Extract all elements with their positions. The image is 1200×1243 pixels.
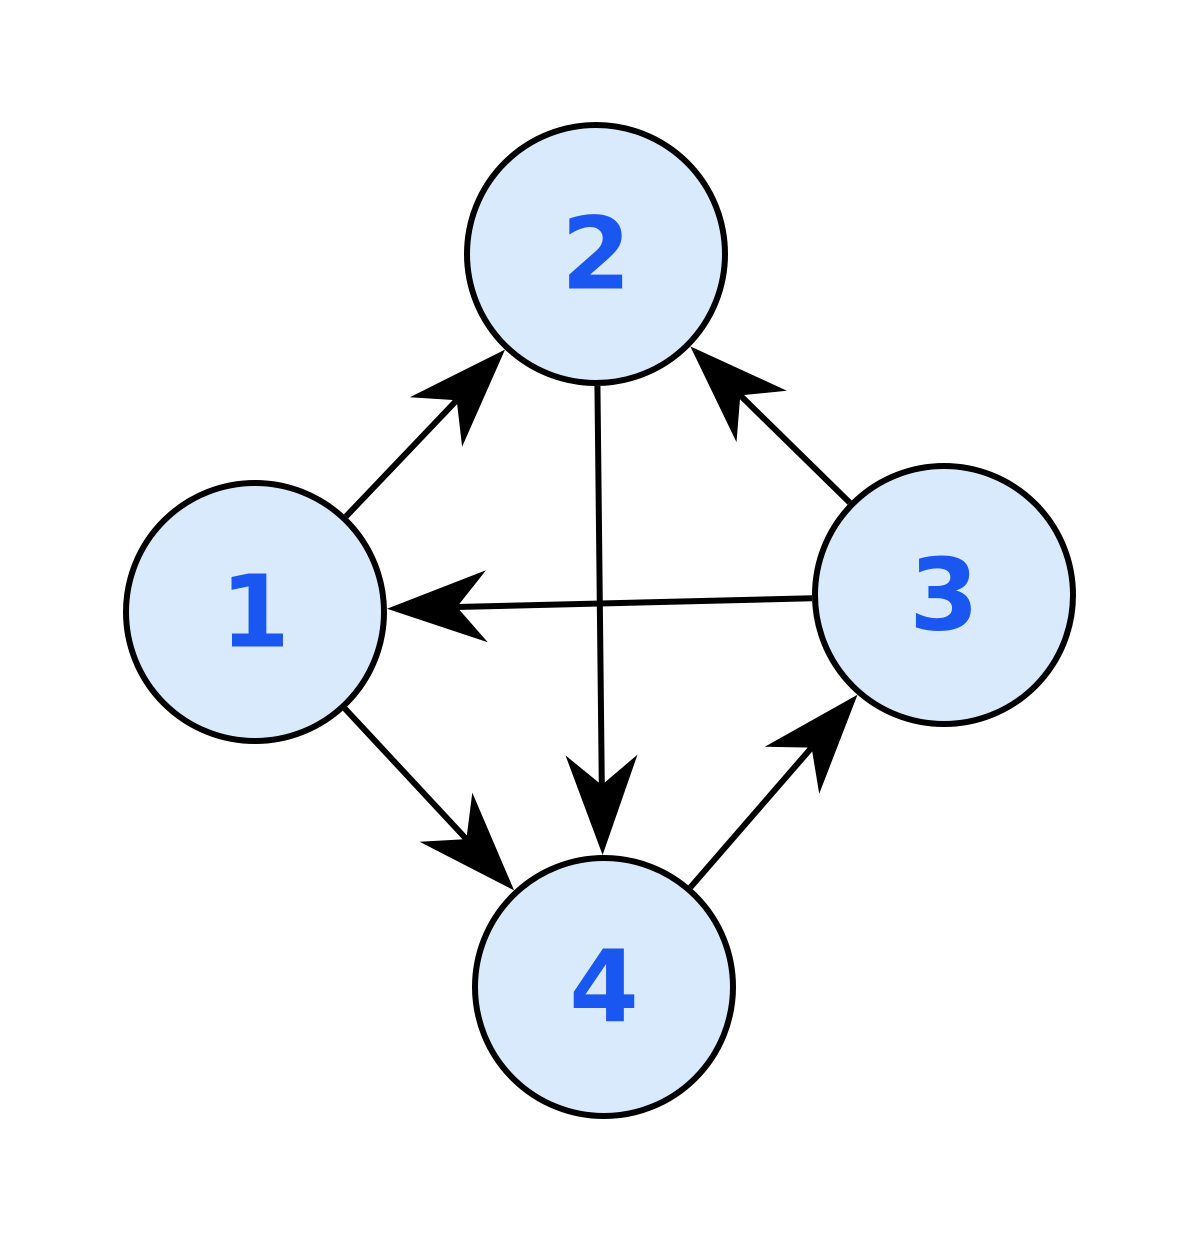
node-3-circle — [812, 463, 1076, 727]
edge-4-to-3-arrowhead — [764, 694, 858, 794]
edge-2-to-4 — [565, 385, 638, 855]
edge-1-to-4-line — [342, 706, 469, 842]
edge-3-to-1-line — [456, 595, 813, 611]
edge-1-to-4 — [342, 706, 515, 891]
node-2-circle — [464, 122, 728, 386]
edge-1-to-2-arrowhead — [409, 349, 505, 447]
node-1-label: 1 — [220, 554, 290, 671]
nodes-layer: 1 2 3 4 — [123, 122, 1076, 1119]
edge-4-to-3 — [688, 694, 858, 890]
node-3: 3 — [812, 463, 1076, 727]
edge-3-to-1-arrowhead — [387, 570, 488, 643]
node-4-circle — [472, 855, 736, 1119]
node-1-circle — [123, 480, 387, 744]
edge-3-to-2 — [690, 346, 852, 505]
edge-3-to-2-line — [738, 393, 852, 505]
node-1: 1 — [123, 480, 387, 744]
edge-2-to-4-line — [594, 385, 605, 786]
edges-layer — [342, 346, 858, 891]
node-2: 2 — [464, 122, 728, 386]
edge-1-to-2 — [343, 349, 505, 519]
node-4: 4 — [472, 855, 736, 1119]
edge-1-to-2-line — [343, 398, 459, 519]
edge-4-to-3-line — [688, 745, 814, 890]
edge-3-to-1 — [387, 570, 813, 643]
node-2-label: 2 — [561, 196, 631, 313]
edge-2-to-4-arrowhead — [565, 754, 638, 855]
node-3-label: 3 — [909, 537, 979, 654]
node-4-label: 4 — [569, 929, 639, 1046]
edge-1-to-4-arrowhead — [419, 792, 515, 891]
edge-3-to-2-arrowhead — [690, 346, 787, 443]
